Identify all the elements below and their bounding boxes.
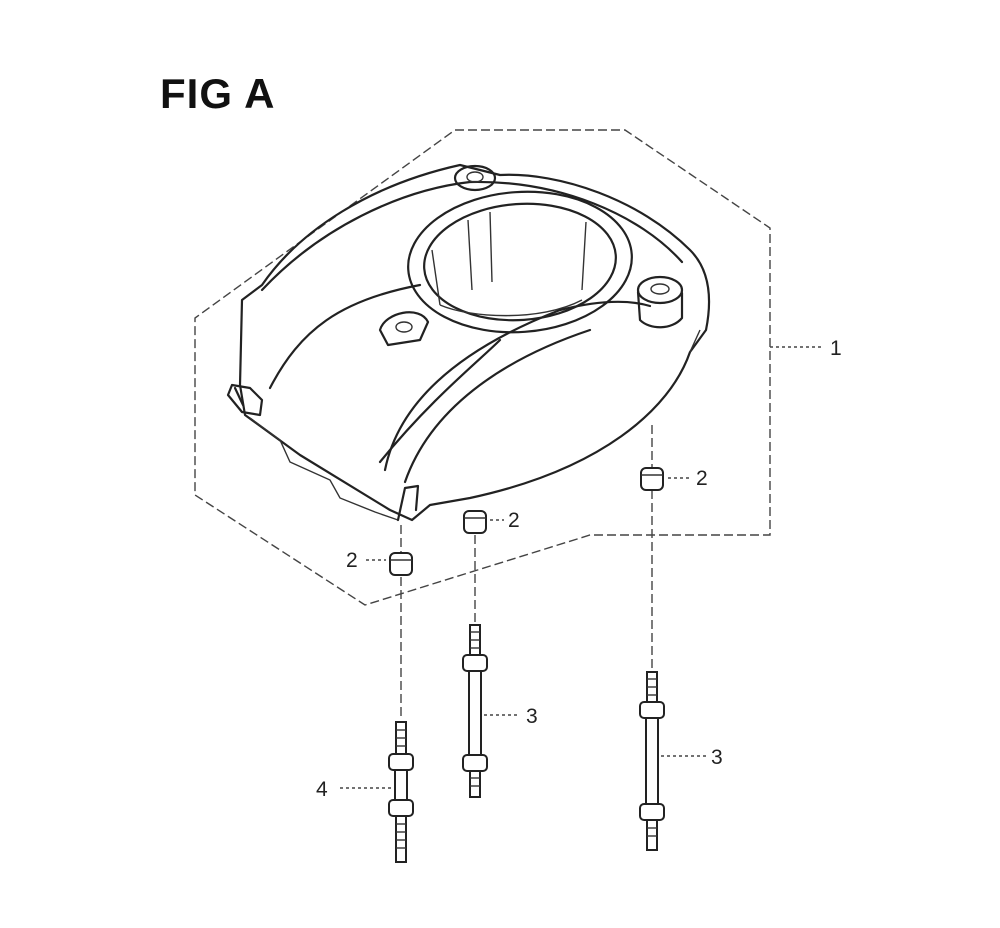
callout-part-2-right: 2 — [696, 467, 708, 490]
fan-cover-part — [226, 163, 711, 522]
callout-part-3-right: 3 — [711, 746, 723, 769]
grommet-right — [640, 467, 664, 491]
callout-part-2-left: 2 — [346, 549, 358, 572]
stud-bolt-right — [639, 671, 665, 851]
grommet-center — [463, 510, 487, 534]
callout-part-4: 4 — [316, 778, 328, 801]
stud-bolt-center — [462, 624, 488, 798]
stud-bolt-left — [388, 721, 414, 863]
callout-part-1: 1 — [830, 337, 842, 360]
figure-title: FIG A — [160, 70, 276, 117]
callout-part-2-center: 2 — [508, 509, 520, 532]
grommet-left — [389, 552, 413, 576]
callout-part-3-center: 3 — [526, 705, 538, 728]
assembly-boundary — [194, 129, 771, 606]
